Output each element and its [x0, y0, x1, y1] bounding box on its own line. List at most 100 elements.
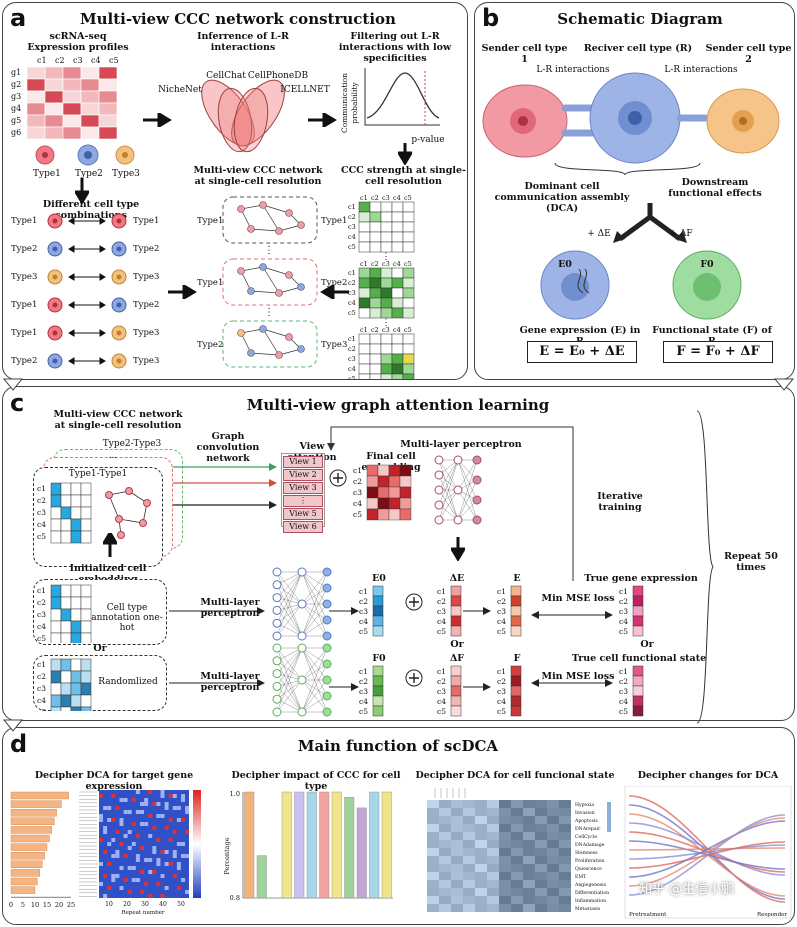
mlp-edge — [276, 571, 303, 611]
func-heat-cell — [451, 864, 463, 872]
mlp-node — [272, 643, 282, 653]
heatmap-cell — [185, 806, 190, 810]
network-edge — [262, 266, 290, 276]
mlp-edge — [276, 603, 303, 624]
double-arrow — [68, 357, 106, 365]
func-heat-cell — [499, 896, 511, 904]
matrix-cell — [50, 530, 62, 544]
func-heat-cell — [463, 816, 475, 824]
func-heat-cell — [451, 888, 463, 896]
heatmap-cell — [148, 858, 153, 862]
gene-bar — [10, 860, 43, 869]
heatmap-cell — [123, 834, 128, 838]
heat-cell — [26, 66, 46, 80]
matrix-cell — [80, 670, 92, 684]
func-heat-cell — [511, 880, 523, 888]
heatmap-cell — [164, 826, 169, 830]
vector-row-label: c1 — [497, 587, 506, 596]
heatmap-cell — [152, 826, 157, 830]
cell-nucleus — [116, 330, 122, 336]
heat-cell — [80, 66, 100, 80]
vector-row-label: c4 — [497, 617, 506, 626]
heatmap-cell — [176, 862, 181, 866]
func-heat-cell — [439, 848, 451, 856]
gene-bar — [10, 834, 50, 843]
heatmap-cell — [111, 838, 116, 842]
heatmap-cell — [99, 818, 103, 822]
network-node — [297, 345, 305, 353]
panel-title: Main function of scDCA — [297, 737, 499, 755]
mlp-node — [434, 500, 444, 510]
func-heat-cell — [535, 816, 547, 824]
inference-label: Inferrence of L-R interactions — [197, 31, 289, 53]
heatmap-cell — [140, 846, 144, 850]
matrix-cell — [70, 608, 82, 622]
grid-col-label: c3 — [382, 194, 390, 202]
matrix-cell — [50, 682, 62, 696]
heatmap-cell — [176, 866, 181, 870]
func-heat-cell — [475, 840, 487, 848]
vector-cell — [450, 695, 462, 707]
matrix-cell — [60, 596, 72, 610]
func-heat-cell — [535, 840, 547, 848]
filter-axis-x: p-value — [411, 135, 445, 145]
func-heat-cell — [547, 896, 559, 904]
func-heat-cell — [535, 848, 547, 856]
vector-row-label: c4 — [619, 697, 628, 706]
grid-cell — [391, 363, 404, 375]
filter-label: Filtering out L-R interactions with low … — [338, 31, 452, 64]
func-heat-cell — [535, 896, 547, 904]
heatmap-cell — [160, 894, 165, 898]
matrix-cell — [70, 596, 82, 610]
filter-axis-y: Communication probability — [340, 73, 359, 133]
grid-cell — [358, 307, 371, 319]
true-gene-label: True gene expression — [584, 573, 698, 584]
func-heat-cell — [547, 888, 559, 896]
celltype-bar — [256, 855, 267, 899]
heat-cell — [80, 102, 100, 116]
vector-cell — [372, 585, 384, 597]
network-left-type: Type1 — [197, 216, 223, 226]
heatmap-cell — [152, 850, 157, 854]
func-heat-cell — [487, 856, 499, 864]
heatmap-cell — [107, 886, 112, 890]
gene-bar — [10, 826, 52, 834]
grid-col-label: c5 — [404, 326, 412, 334]
func-heat-cell — [487, 888, 499, 896]
mlp-edge — [301, 571, 328, 637]
vector-row-label: c5 — [497, 707, 506, 716]
heatmap-cell — [168, 818, 173, 822]
mlp-edge — [301, 571, 328, 605]
mlp-edge — [301, 663, 328, 713]
venn-cellchat: CellChat — [206, 71, 246, 81]
col-label: c4 — [91, 56, 101, 65]
matrix-cell — [60, 608, 72, 622]
grid-cell — [369, 333, 382, 345]
matrix-cell — [80, 694, 92, 708]
grid-cell — [358, 201, 371, 213]
or2-label: Or — [450, 639, 464, 650]
func-heat-cell — [439, 808, 451, 816]
func-heat-cell — [475, 896, 487, 904]
mlp-node — [472, 515, 482, 525]
vector-row-label: c5 — [359, 707, 368, 716]
matrix-row-label: c1 — [37, 484, 46, 493]
combo-left-type: Type2 — [11, 356, 37, 366]
network-left-type: Type1 — [197, 278, 223, 288]
heatmap-cell — [131, 842, 136, 846]
heatmap-cell — [164, 886, 169, 890]
gene-bar — [10, 886, 36, 894]
heatmap-cell — [185, 854, 190, 858]
mlp-node — [272, 656, 282, 666]
delta-e-label: + ΔE — [587, 229, 611, 239]
network-node — [237, 267, 245, 275]
e-vec-label: E — [513, 573, 521, 584]
mlp-edge — [301, 587, 328, 605]
func-heat-cell — [535, 824, 547, 832]
mlp-edge — [457, 489, 478, 521]
